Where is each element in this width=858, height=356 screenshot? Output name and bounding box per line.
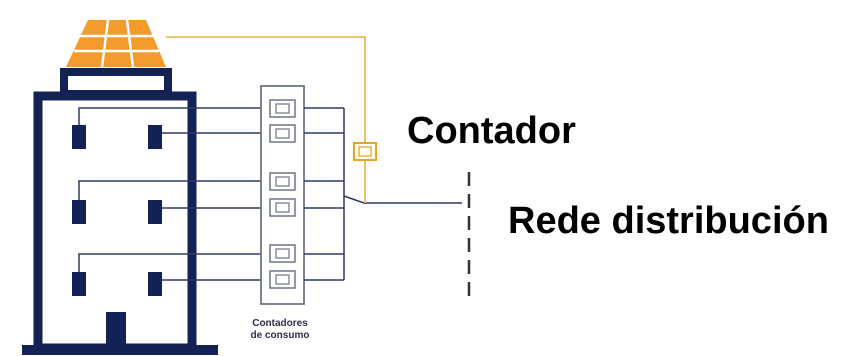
building	[22, 91, 218, 355]
consumption-meters	[260, 85, 305, 305]
label-contador: Contador	[407, 110, 576, 152]
building-door	[106, 312, 126, 352]
building-roof	[60, 68, 172, 98]
label-consumption-meters-line2: de consumo	[250, 330, 310, 341]
building-windows	[72, 125, 162, 296]
solar-wire	[166, 36, 366, 203]
label-consumption-meters-line1: Contadores	[252, 318, 308, 329]
apartment-wires	[78, 107, 272, 281]
solar-panel	[66, 19, 166, 68]
meter-bus-wires	[304, 107, 462, 281]
label-consumption-meters: Contadores de consumo	[243, 318, 317, 342]
label-rede-distribucion: Rede distribución	[508, 200, 829, 242]
production-meter	[353, 142, 377, 161]
